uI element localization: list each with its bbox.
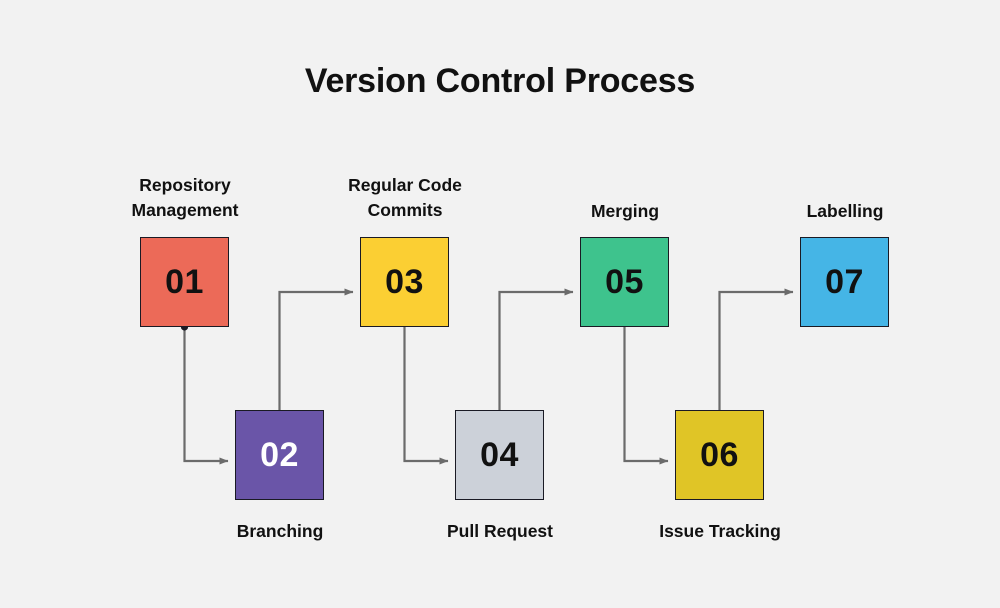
connector-03-to-04 [403,327,449,465]
step-label-01: Repository Management [131,175,239,220]
connector-02-to-03 [278,288,354,410]
step-number: 05 [605,262,644,301]
step-number: 07 [825,262,864,301]
step-label-03: Regular Code Commits [348,175,462,220]
step-label-02: Branching [236,521,324,541]
connector-01-to-02 [183,327,229,465]
step-label-05: Merging [590,201,660,221]
process-step-07[interactable]: 07 [800,237,889,327]
step-label-07: Labelling [806,201,884,221]
step-number: 02 [260,435,299,474]
process-step-04[interactable]: 04 [455,410,544,500]
process-step-02[interactable]: 02 [235,410,324,500]
process-step-05[interactable]: 05 [580,237,669,327]
process-step-01[interactable]: 01 [140,237,229,327]
process-step-06[interactable]: 06 [675,410,764,500]
page-title: Version Control Process [304,62,696,100]
connector-04-to-05 [498,288,574,410]
connector-05-to-06 [623,327,669,465]
process-step-03[interactable]: 03 [360,237,449,327]
step-number: 01 [165,262,204,301]
connector-06-to-07 [718,288,794,410]
step-label-04: Pull Request [447,521,553,541]
step-label-06: Issue Tracking [659,521,781,541]
step-number: 04 [480,435,519,474]
step-number: 06 [700,435,739,474]
step-number: 03 [385,262,424,301]
